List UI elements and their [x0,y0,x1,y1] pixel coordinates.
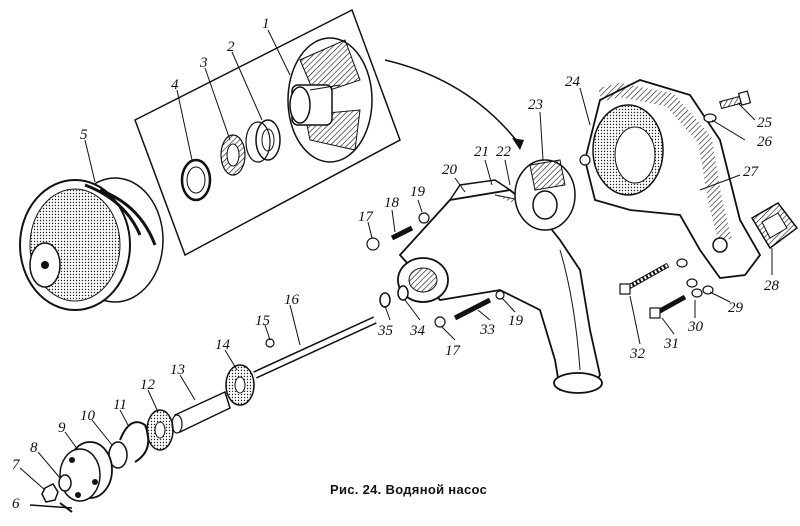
assembly-arrow [384,59,521,146]
callout-20: 20 [442,162,457,178]
hub-part-9 [59,441,113,502]
callout-27: 27 [743,164,758,180]
pump-cover-part-27 [579,79,762,279]
callout-28: 28 [764,278,779,294]
callout-18: 18 [384,195,399,211]
pin-part-6 [29,502,73,513]
rings-part-34-35 [379,285,409,308]
bearing-part-12 [146,409,174,451]
callout-26: 26 [757,134,772,150]
callout-3: 3 [200,55,208,71]
inset-frame [134,8,401,257]
callout-1: 1 [262,16,270,32]
callout-16: 16 [284,292,299,308]
callout-19: 19 [410,184,425,200]
callout-34: 34 [410,323,425,339]
snap-ring-part-11 [119,421,150,463]
callout-4: 4 [171,77,179,93]
leader-lines [19,29,773,491]
gasket-part-28 [750,202,799,250]
callout-23: 23 [528,97,543,113]
washers-part-29-30 [676,258,714,298]
bolt-part-33 [434,290,505,328]
bolt-part-31 [649,294,687,319]
bolt-part-25 [703,90,752,123]
callout-25: 25 [757,115,772,131]
callout-5: 5 [80,127,88,143]
callout-11: 11 [113,397,127,413]
callout-31: 31 [664,336,679,352]
callout-21: 21 [474,144,489,160]
bearing-part-14 [225,364,255,406]
bolt-part-18 [366,212,430,251]
callout-24: 24 [565,74,580,90]
washer-part-8 [58,474,72,492]
callout-32: 32 [630,346,645,362]
lock-washer-part-3 [220,134,246,176]
callout-22: 22 [496,144,511,160]
callout-17b: 17 [445,343,460,359]
callout-29: 29 [728,300,743,316]
spacer-part-13 [171,390,231,434]
bolt-part-32 [619,262,670,295]
callout-15: 15 [255,313,270,329]
callout-8: 8 [30,440,38,456]
figure-caption: Рис. 24. Водяной насос [330,482,488,497]
impeller-part-1 [287,37,373,163]
pulley-part-5 [19,177,164,311]
callout-9: 9 [58,420,66,436]
callout-12: 12 [140,377,155,393]
callout-2: 2 [227,39,235,55]
ring-part-4 [180,158,212,202]
impeller-part-23 [514,159,576,231]
callout-10: 10 [80,408,95,424]
callout-35: 35 [378,323,393,339]
callout-30: 30 [688,319,703,335]
callout-6: 6 [12,496,20,512]
callout-7: 7 [12,457,20,473]
callout-17: 17 [358,209,373,225]
callout-14: 14 [215,337,230,353]
nut-part-7 [41,483,59,503]
callout-33: 33 [480,322,495,338]
callout-13: 13 [170,362,185,378]
bearing-part-2 [245,119,281,163]
shaft-part-16 [253,316,377,379]
callout-19b: 19 [508,313,523,329]
